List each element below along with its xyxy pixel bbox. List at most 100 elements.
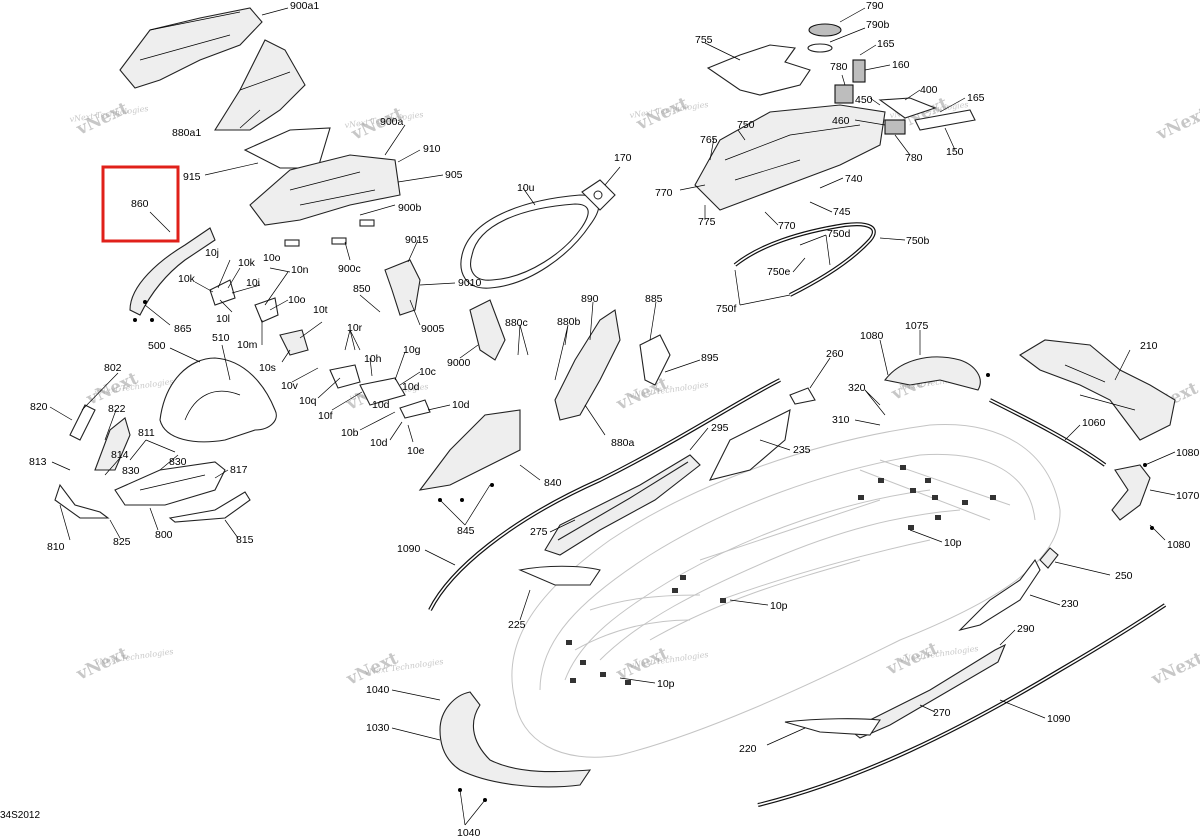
label-900a[interactable]: 900a <box>380 116 404 128</box>
label-270[interactable]: 270 <box>933 707 951 719</box>
label-750d[interactable]: 750d <box>827 228 851 240</box>
label-10o-upper[interactable]: 10o <box>263 252 281 264</box>
label-900a1[interactable]: 900a1 <box>290 0 319 12</box>
label-1070[interactable]: 1070 <box>1176 490 1200 502</box>
label-900b[interactable]: 900b <box>398 202 422 214</box>
label-9015[interactable]: 9015 <box>405 234 429 246</box>
label-1080-right[interactable]: 1080 <box>1176 447 1200 459</box>
label-10c[interactable]: 10c <box>419 366 436 378</box>
label-830-1[interactable]: 830 <box>169 456 187 468</box>
label-1090-right[interactable]: 1090 <box>1047 713 1071 725</box>
label-250[interactable]: 250 <box>1115 570 1133 582</box>
label-320[interactable]: 320 <box>848 382 866 394</box>
label-1030[interactable]: 1030 <box>366 722 390 734</box>
label-235[interactable]: 235 <box>793 444 811 456</box>
label-790[interactable]: 790 <box>866 0 884 12</box>
label-10f[interactable]: 10f <box>318 410 333 422</box>
label-915[interactable]: 915 <box>183 171 201 183</box>
label-10r[interactable]: 10r <box>347 322 363 334</box>
label-10e[interactable]: 10e <box>407 445 425 457</box>
label-900c[interactable]: 900c <box>338 263 361 275</box>
label-10b[interactable]: 10b <box>341 427 359 439</box>
label-10p-mid[interactable]: 10p <box>770 600 788 612</box>
label-817[interactable]: 817 <box>230 464 248 476</box>
label-825[interactable]: 825 <box>113 536 131 548</box>
label-10u[interactable]: 10u <box>517 182 535 194</box>
label-830-2[interactable]: 830 <box>122 465 140 477</box>
label-10k-lower[interactable]: 10k <box>178 273 196 285</box>
label-10q[interactable]: 10q <box>299 395 317 407</box>
label-790b[interactable]: 790b <box>866 19 890 31</box>
label-780-right[interactable]: 780 <box>905 152 923 164</box>
label-1060[interactable]: 1060 <box>1082 417 1106 429</box>
label-10j[interactable]: 10j <box>205 247 219 259</box>
label-800[interactable]: 800 <box>155 529 173 541</box>
label-845[interactable]: 845 <box>457 525 475 537</box>
label-10p-bottom[interactable]: 10p <box>657 678 675 690</box>
label-890[interactable]: 890 <box>581 293 599 305</box>
label-822[interactable]: 822 <box>108 403 126 415</box>
label-275[interactable]: 275 <box>530 526 548 538</box>
label-1075[interactable]: 1075 <box>905 320 929 332</box>
label-510[interactable]: 510 <box>212 332 230 344</box>
label-10n[interactable]: 10n <box>291 264 309 276</box>
label-9000[interactable]: 9000 <box>447 357 471 369</box>
label-880a[interactable]: 880a <box>611 437 635 449</box>
label-460[interactable]: 460 <box>832 115 850 127</box>
label-10v[interactable]: 10v <box>281 380 299 392</box>
label-755[interactable]: 755 <box>695 34 713 46</box>
label-750e[interactable]: 750e <box>767 266 791 278</box>
label-170[interactable]: 170 <box>614 152 632 164</box>
label-10p-right[interactable]: 10p <box>944 537 962 549</box>
label-770-bottom[interactable]: 770 <box>778 220 796 232</box>
part-860[interactable] <box>129 227 216 316</box>
label-10l[interactable]: 10l <box>216 313 230 325</box>
label-10g[interactable]: 10g <box>403 344 421 356</box>
label-850[interactable]: 850 <box>353 283 371 295</box>
label-750[interactable]: 750 <box>737 119 755 131</box>
label-10d-3[interactable]: 10d <box>452 399 470 411</box>
label-165-top[interactable]: 165 <box>877 38 895 50</box>
label-220[interactable]: 220 <box>739 743 757 755</box>
label-10d-4[interactable]: 10d <box>370 437 388 449</box>
label-9010[interactable]: 9010 <box>458 277 482 289</box>
label-10h[interactable]: 10h <box>364 353 382 365</box>
label-10t[interactable]: 10t <box>313 304 328 316</box>
label-813[interactable]: 813 <box>29 456 47 468</box>
label-210[interactable]: 210 <box>1140 340 1158 352</box>
label-290[interactable]: 290 <box>1017 623 1035 635</box>
label-905[interactable]: 905 <box>445 169 463 181</box>
label-860[interactable]: 860 <box>131 198 149 210</box>
label-10s[interactable]: 10s <box>259 362 276 374</box>
label-1090-left[interactable]: 1090 <box>397 543 421 555</box>
label-150[interactable]: 150 <box>946 146 964 158</box>
label-770-left[interactable]: 770 <box>655 187 673 199</box>
label-10d-1[interactable]: 10d <box>402 381 420 393</box>
label-9005[interactable]: 9005 <box>421 323 445 335</box>
label-450[interactable]: 450 <box>855 94 873 106</box>
label-400[interactable]: 400 <box>920 84 938 96</box>
label-840[interactable]: 840 <box>544 477 562 489</box>
label-814[interactable]: 814 <box>111 449 129 461</box>
label-740[interactable]: 740 <box>845 173 863 185</box>
label-10k-upper[interactable]: 10k <box>238 257 256 269</box>
label-500[interactable]: 500 <box>148 340 166 352</box>
label-750f[interactable]: 750f <box>716 303 737 315</box>
label-260[interactable]: 260 <box>826 348 844 360</box>
label-780-top[interactable]: 780 <box>830 61 848 73</box>
label-885[interactable]: 885 <box>645 293 663 305</box>
label-165-right[interactable]: 165 <box>967 92 985 104</box>
label-745[interactable]: 745 <box>833 206 851 218</box>
label-10i[interactable]: 10i <box>246 277 260 289</box>
label-310[interactable]: 310 <box>832 414 850 426</box>
label-10d-2[interactable]: 10d <box>372 399 390 411</box>
label-230[interactable]: 230 <box>1061 598 1079 610</box>
label-880c[interactable]: 880c <box>505 317 528 329</box>
label-820[interactable]: 820 <box>30 401 48 413</box>
label-10o-lower[interactable]: 10o <box>288 294 306 306</box>
label-225[interactable]: 225 <box>508 619 526 631</box>
label-895[interactable]: 895 <box>701 352 719 364</box>
label-815[interactable]: 815 <box>236 534 254 546</box>
label-10m[interactable]: 10m <box>237 339 258 351</box>
label-1040-top[interactable]: 1040 <box>366 684 390 696</box>
